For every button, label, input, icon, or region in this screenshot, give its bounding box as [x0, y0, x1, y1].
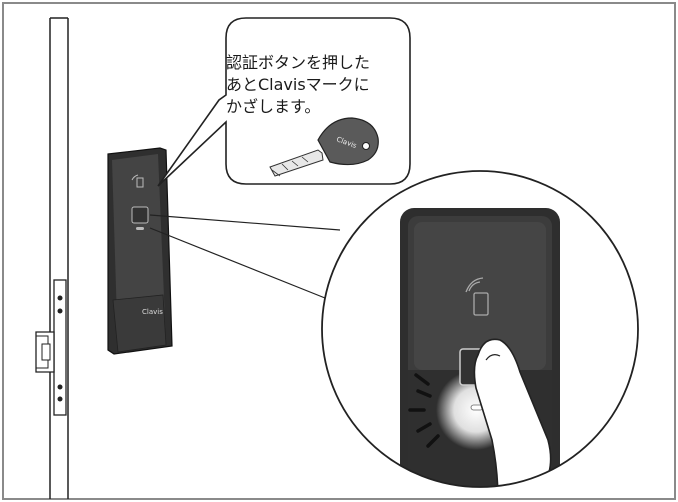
key-icon: Clavis	[269, 117, 379, 177]
magnified-device	[400, 208, 560, 487]
door-strike-plate	[35, 279, 67, 416]
small-nfc-mark-icon	[131, 174, 144, 188]
small-brand-logo: Clavis	[142, 308, 163, 316]
small-auth-button	[131, 206, 149, 224]
door-frame	[49, 17, 69, 499]
callout-text: 認証ボタンを押した あとClavisマークに かざします。	[226, 52, 406, 118]
zoom-leader-lines	[149, 214, 341, 301]
nfc-mark-icon	[465, 277, 489, 316]
callout-line-1: 認証ボタンを押した	[226, 53, 371, 72]
callout-line-2: あとClavisマークに	[226, 75, 370, 94]
lock-device-small: Clavis	[107, 147, 173, 355]
callout-line-3: かざします。	[226, 97, 321, 116]
magnified-circle-outline	[321, 170, 639, 488]
